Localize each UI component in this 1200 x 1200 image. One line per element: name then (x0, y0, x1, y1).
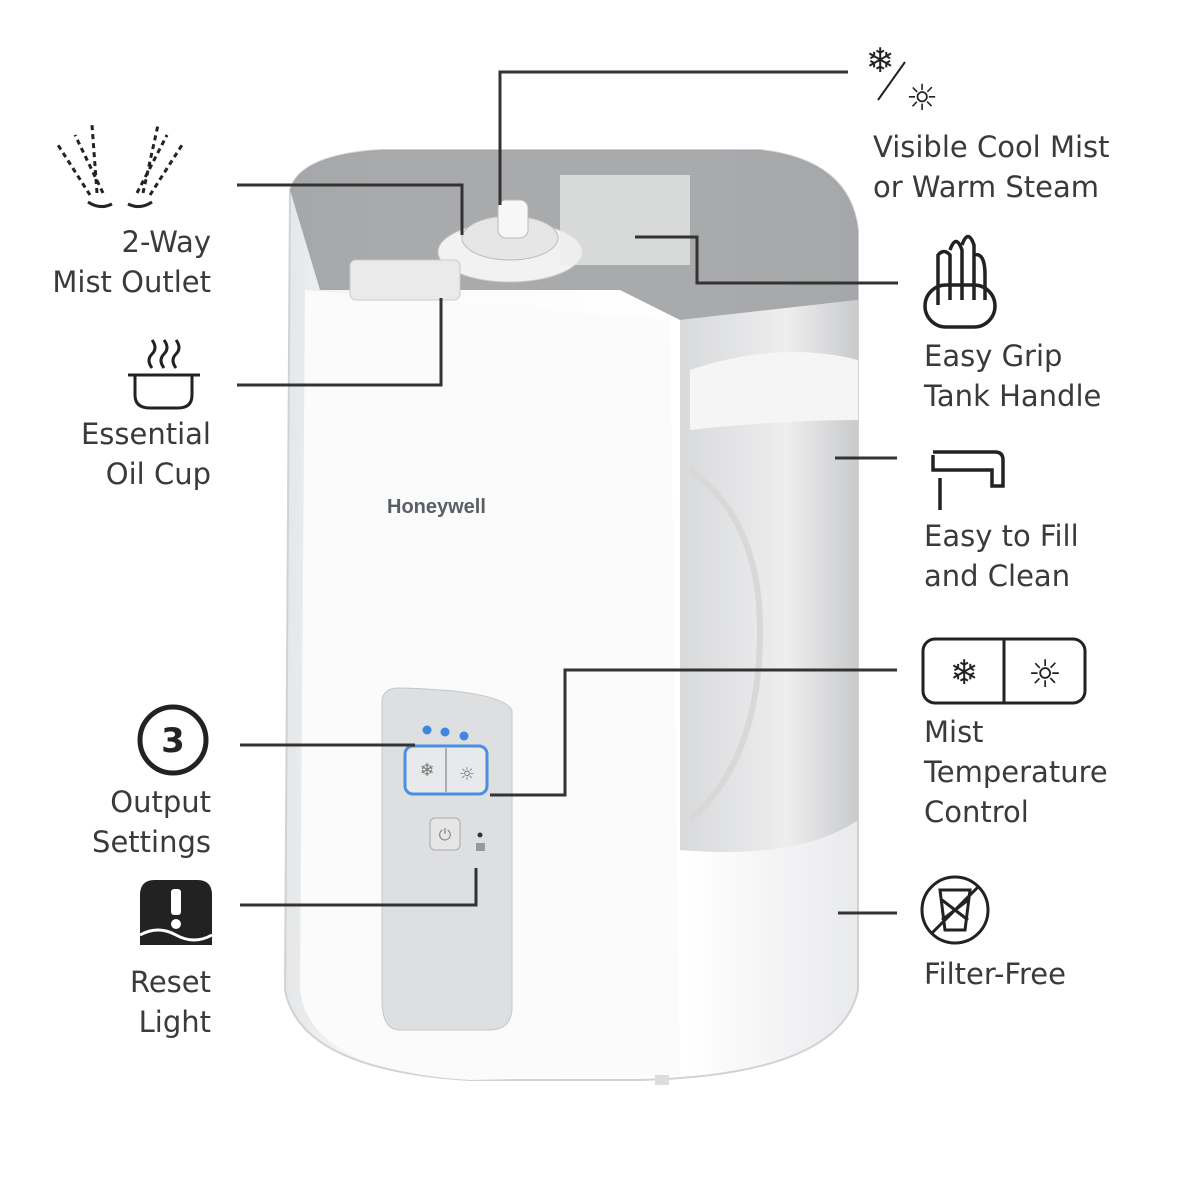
faucet-icon (931, 450, 1005, 510)
snowflake-sun-buttons-icon: ❄ ☼ (921, 637, 1087, 705)
svg-text:❄: ❄ (419, 760, 434, 781)
svg-text:☼: ☼ (459, 764, 475, 785)
brand-logo: Honeywell (387, 496, 486, 518)
control-panel (381, 687, 513, 1031)
leader-lines (237, 70, 898, 915)
reset-light (477, 832, 483, 838)
number-three-icon: 3 (137, 704, 209, 776)
power-button (429, 817, 461, 851)
svg-text:☼: ☼ (906, 78, 938, 119)
output-level-led (422, 725, 432, 735)
steaming-cup-icon (128, 339, 200, 410)
svg-text:❄: ❄ (950, 653, 979, 693)
svg-text:3: 3 (161, 721, 185, 761)
svg-text:☼: ☼ (1028, 652, 1062, 696)
svg-text:❄: ❄ (866, 41, 895, 81)
hand-grip-icon (923, 234, 997, 329)
snowflake-sun-icon: ❄ ☼ (866, 41, 938, 119)
two-way-spray-icon (56, 124, 184, 209)
svg-text:⏻: ⏻ (439, 825, 452, 844)
no-filter-icon (920, 875, 990, 945)
output-level-led (459, 731, 469, 741)
water-tank (680, 300, 858, 852)
alert-tank-icon (139, 880, 213, 945)
label-filter-free: Filter-Free (924, 957, 1066, 991)
output-level-led (440, 727, 450, 737)
